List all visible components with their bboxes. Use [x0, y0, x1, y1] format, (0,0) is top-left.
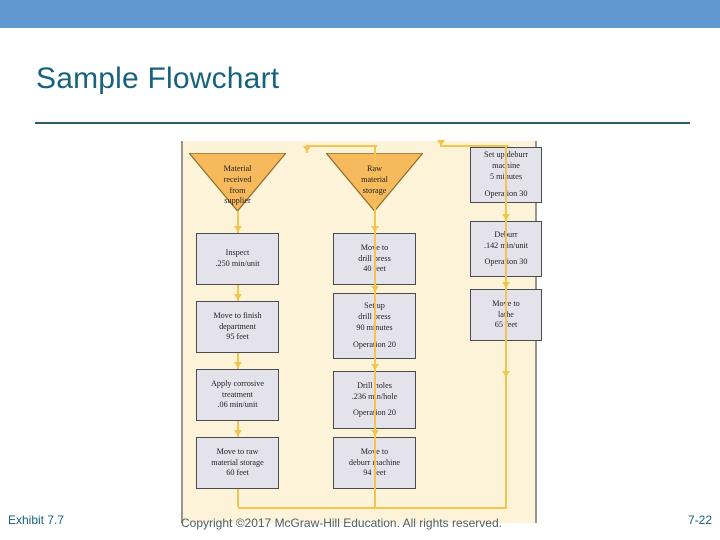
arrow-down-icon: [437, 140, 445, 146]
flow-node-line: Apply corrosive: [211, 378, 264, 388]
flow-node-line: Move to raw: [216, 446, 259, 456]
connector-vertical-exit: [505, 341, 507, 375]
connector-horizontal-top: [441, 145, 508, 147]
flow-node-line: material storage: [211, 457, 264, 467]
top-banner: [0, 0, 720, 28]
connector-vertical-drop: [440, 145, 442, 147]
connector-horizontal: [374, 507, 506, 509]
connector-vertical-riser: [505, 145, 507, 509]
connector-vertical: [236, 211, 239, 233]
arrow-down-icon: [233, 430, 242, 436]
connector-vertical: [236, 489, 239, 507]
flow-node-line: 95 feet: [226, 332, 249, 342]
flow-node-line: 60 feet: [226, 468, 249, 478]
arrow-down-icon: [233, 294, 242, 300]
arrow-down-icon: [302, 146, 311, 152]
arrow-down-icon: [233, 226, 242, 232]
arrow-down-icon: [233, 362, 242, 368]
flow-node-line: Move to finish: [213, 310, 262, 320]
title-divider: [35, 122, 690, 124]
connector-horizontal: [237, 507, 375, 509]
flow-node-line: Raw: [366, 164, 382, 173]
arrow-down-icon: [502, 371, 510, 377]
connector-vertical: [236, 285, 239, 301]
connector-vertical: [373, 489, 376, 507]
flow-node-line: treatment: [222, 389, 253, 399]
flow-node-line: .250 min/unit: [215, 259, 260, 268]
flow-node-inspect[interactable]: Inspect.250 min/unit: [196, 233, 279, 285]
connector-vertical-riser: [373, 145, 376, 509]
exhibit-label: Exhibit 7.7: [8, 513, 65, 527]
connector-horizontal-top: [306, 145, 377, 147]
flow-node-line: material: [361, 174, 388, 184]
flow-node-line: from: [229, 185, 246, 195]
page-number: 7-22: [688, 513, 713, 527]
flow-node-line: received: [223, 174, 252, 184]
connector-vertical: [236, 421, 239, 437]
connector-vertical: [236, 353, 239, 369]
flow-node-line: Material: [223, 164, 252, 173]
flow-node-line: department: [219, 321, 256, 331]
page-title: Sample Flowchart: [36, 62, 280, 95]
flow-node-text: Inspect.250 min/unit: [215, 248, 259, 270]
flow-node-line: .06 min/unit: [217, 400, 258, 410]
copyright-notice: Copyright ©2017 McGraw-Hill Education. A…: [181, 516, 502, 530]
flow-node-line: storage: [362, 185, 387, 195]
flow-node-line: supplier: [224, 196, 251, 206]
flow-node-line: Inspect: [225, 248, 250, 258]
